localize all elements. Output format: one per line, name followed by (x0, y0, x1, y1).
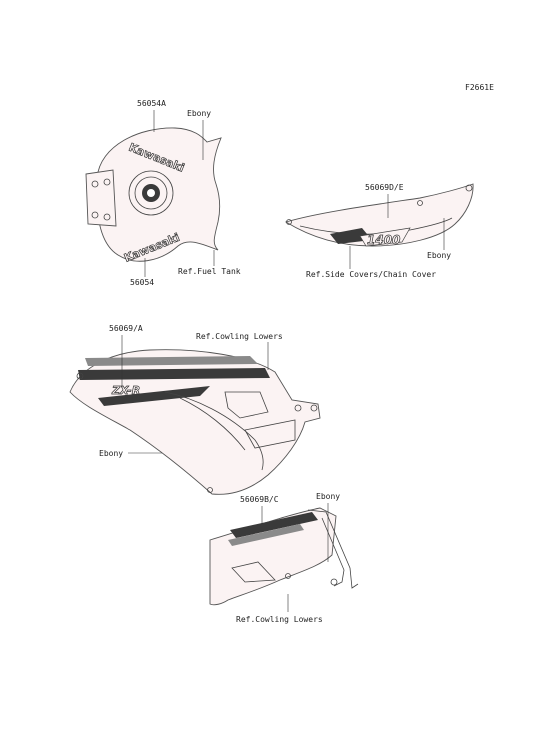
callout-56054: 56054 (130, 278, 154, 287)
side-cover-decal: 1400 (367, 233, 400, 247)
filler-cap-icon (128, 170, 174, 216)
callout-ebony-cowl: Ebony (99, 449, 123, 458)
fuel-tank-part: Kawasaki Kawasaki (85, 127, 222, 265)
callout-ref-cowling-upper: Ref.Cowling Lowers (196, 332, 283, 341)
callout-56069a: 56069/A (109, 324, 143, 333)
callout-ref-fuel-tank: Ref.Fuel Tank (178, 267, 241, 276)
callout-ref-side-covers: Ref.Side Covers/Chain Cover (306, 270, 436, 279)
tank-bracket (85, 169, 117, 227)
callout-ebony-side: Ebony (427, 251, 451, 260)
callout-56069bc: 56069B/C (240, 495, 279, 504)
side-cover-body (284, 183, 474, 247)
figure-code: F2661E (465, 83, 494, 92)
lower-cowling-part (209, 507, 359, 606)
cowling-body (69, 349, 321, 495)
cowl-decal: ZX-R (111, 384, 140, 397)
callout-ref-cowling-lower: Ref.Cowling Lowers (236, 615, 323, 624)
callout-56069de: 56069D/E (365, 183, 404, 192)
side-cover-part: 1400 (284, 183, 474, 247)
callout-56054a: 56054A (137, 99, 166, 108)
callout-ebony-lower: Ebony (316, 492, 340, 501)
callout-ebony-tank: Ebony (187, 109, 211, 118)
cowling-part: ZX-R (69, 349, 321, 495)
